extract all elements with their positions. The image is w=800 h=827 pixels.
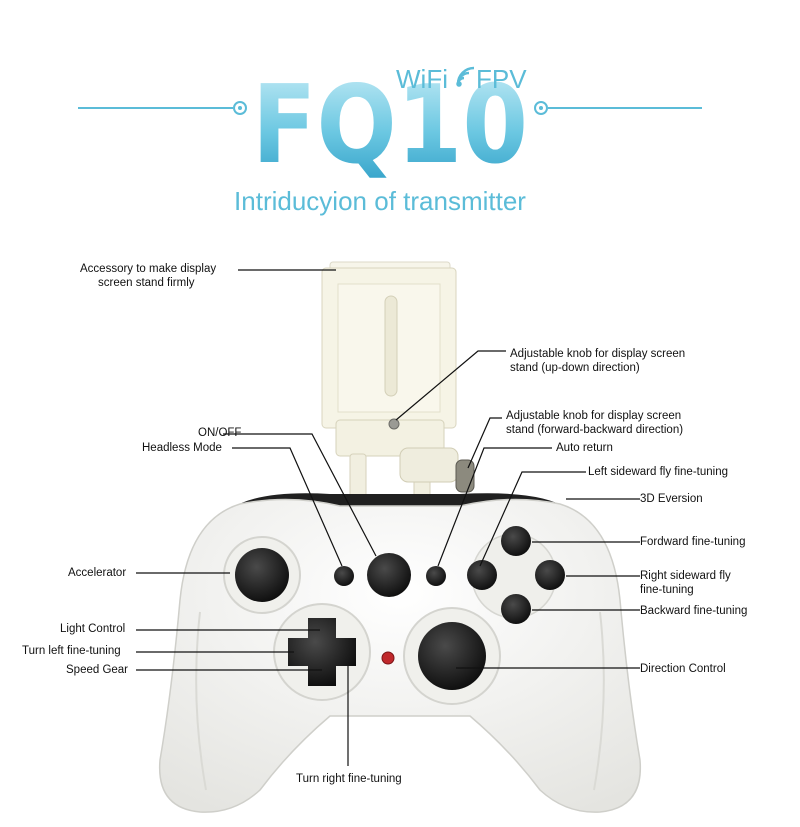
label-on-off: ON/OFF	[198, 427, 242, 439]
label-direction-control: Direction Control	[640, 663, 726, 675]
label-knob-fwdback-2: stand (forward-backward direction)	[506, 424, 684, 436]
leader-lines	[136, 269, 640, 766]
label-light-control: Light Control	[60, 623, 126, 635]
wifi-text: WiFi	[396, 64, 448, 94]
header: FQ10 WiFi FPV Intriducyion of transmitte…	[78, 63, 702, 216]
fpv-text: FPV	[476, 64, 527, 94]
knob-updown	[388, 418, 400, 430]
status-led	[381, 651, 395, 665]
label-left-sideward: Left sideward fly fine-tuning	[588, 466, 728, 478]
label-auto-return: Auto return	[556, 442, 613, 454]
holder-bracket	[335, 419, 445, 457]
label-accelerator: Accelerator	[68, 567, 127, 579]
phone-holder	[321, 261, 475, 515]
label-turn-right: Turn right fine-tuning	[296, 773, 402, 785]
label-accessory-2: screen stand firmly	[98, 277, 195, 289]
left-sideward-button[interactable]	[467, 560, 497, 590]
label-accessory-1: Accessory to make display	[80, 263, 217, 275]
label-knob-fwdback-1: Adjustable knob for display screen	[506, 410, 682, 422]
direction-stick[interactable]	[418, 622, 486, 690]
backward-ft-button[interactable]	[501, 594, 531, 624]
on-off-button[interactable]	[367, 553, 411, 597]
headless-button[interactable]	[334, 566, 354, 586]
right-sideward-button[interactable]	[535, 560, 565, 590]
label-knob-updown-2: stand (up-down direction)	[510, 362, 640, 374]
auto-return-button[interactable]	[426, 566, 446, 586]
label-right-sideward-1: Right sideward fly	[640, 570, 731, 582]
knob-fwdback	[455, 459, 475, 493]
holder-slot	[384, 295, 398, 397]
label-headless: Headless Mode	[142, 442, 222, 454]
wifi-signal-icon	[456, 66, 475, 87]
label-turn-left: Turn left fine-tuning	[22, 645, 121, 657]
accelerator-stick[interactable]	[235, 548, 289, 602]
model-logo: FQ10	[252, 63, 528, 188]
label-speed-gear: Speed Gear	[66, 664, 129, 676]
holder-pivot	[399, 447, 459, 483]
label-right-sideward-2: fine-tuning	[640, 584, 694, 596]
label-backward-ft: Backward fine-tuning	[640, 605, 748, 617]
label-3d-eversion: 3D Eversion	[640, 493, 703, 505]
dpad[interactable]	[288, 618, 356, 686]
label-knob-updown-1: Adjustable knob for display screen	[510, 348, 686, 360]
forward-ft-button[interactable]	[501, 526, 531, 556]
controller	[158, 493, 642, 813]
subtitle: Intriducyion of transmitter	[234, 186, 526, 216]
label-forward-ft: Fordward fine-tuning	[640, 536, 746, 548]
controller-body	[158, 498, 642, 813]
